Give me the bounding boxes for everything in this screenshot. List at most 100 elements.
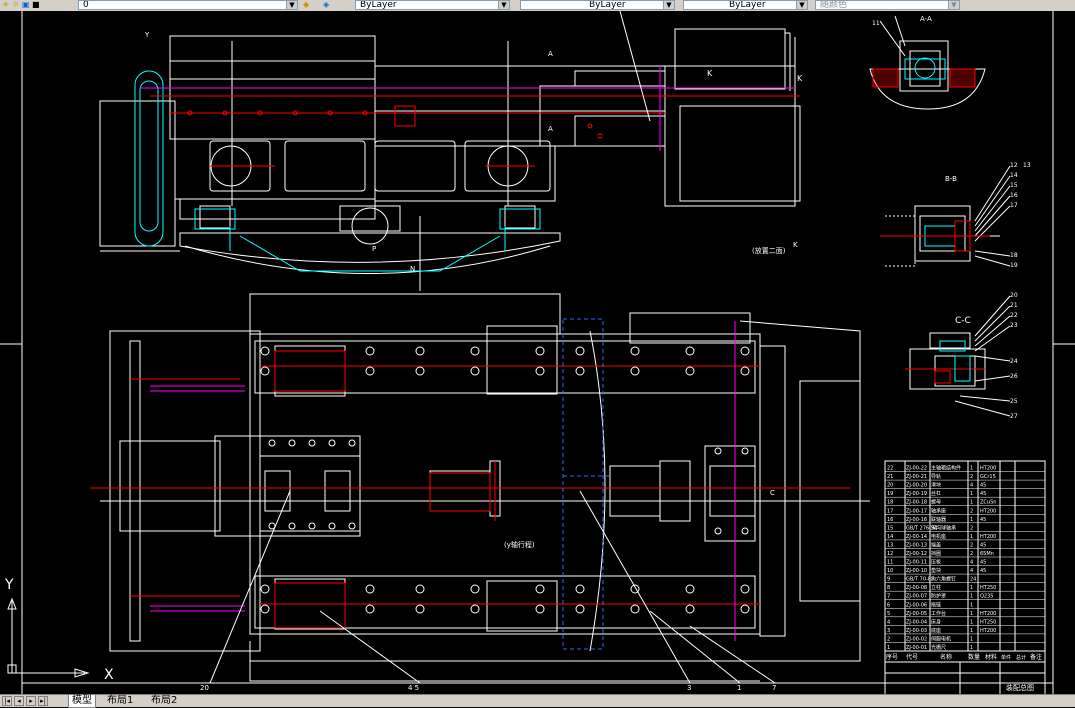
lineweight-dropdown[interactable]: ByLayer ▼ — [683, 0, 808, 10]
parts-cell: ZJ-00-02 — [906, 636, 927, 642]
parts-cell: 1 — [970, 517, 973, 523]
label-section-bb: B-B — [945, 175, 957, 183]
section-aa-red — [872, 68, 976, 88]
parts-cell: 16 — [887, 517, 893, 523]
plotstyle-dropdown-arrow-icon[interactable]: ▼ — [948, 1, 959, 9]
front-view-magenta — [140, 66, 795, 151]
parts-cell: 1 — [970, 491, 973, 497]
linetype-dropdown-arrow-icon[interactable]: ▼ — [663, 1, 674, 9]
parts-cell: 2 — [970, 474, 973, 480]
plotstyle-value: 随颜色 — [820, 0, 848, 10]
callout-16: 16 — [1010, 192, 1018, 199]
parts-cell: HT200 — [980, 611, 996, 617]
parts-cell: ZJ-00-10 — [906, 568, 927, 574]
parts-cell: 联轴器 — [931, 516, 946, 523]
parts-cell: 9 — [887, 577, 890, 583]
parts-cell: ZJ-00-03 — [906, 628, 927, 634]
parts-cell: ZJ-00-22 — [906, 466, 927, 472]
parts-cell: 防护罩 — [931, 593, 946, 600]
parts-cell: 滑块 — [931, 482, 941, 489]
tb-header-weight: 单件 — [1001, 654, 1011, 661]
parts-cell: 19 — [887, 491, 893, 497]
parts-cell: HT200 — [980, 628, 996, 634]
parts-cell: 13 — [887, 542, 893, 548]
make-current-icon[interactable]: ◆ — [303, 0, 310, 9]
sun-icon[interactable]: ☀ — [2, 0, 10, 9]
parts-cell: 1 — [970, 594, 973, 600]
layer-previous-icon[interactable]: ◈ — [323, 0, 330, 9]
linetype-dropdown[interactable]: ByLayer ▼ — [520, 0, 675, 10]
parts-cell: 导轨 — [931, 473, 941, 480]
parts-cell: ZJ-00-14 — [906, 534, 927, 540]
parts-cell: 立柱 — [931, 584, 941, 591]
prev-tab-icon[interactable]: ◂ — [14, 696, 24, 706]
callout-26: 26 — [1010, 373, 1018, 380]
parts-cell: 1 — [970, 534, 973, 540]
label-k-detail: K — [793, 241, 798, 249]
freeze-icon[interactable]: ☼ — [12, 0, 20, 9]
parts-cell: 21 — [887, 474, 893, 480]
section-bb-red — [880, 220, 990, 252]
drawing-canvas[interactable]: Y A A K K P N (放置二面) K — [0, 10, 1075, 697]
parts-cell: HT200 — [980, 466, 996, 472]
tb-header-no: 序号 — [886, 653, 898, 661]
parts-cell: 1 — [970, 466, 973, 472]
plan-view-holes — [260, 346, 750, 614]
parts-cell: 45 — [980, 491, 986, 497]
parts-cell: GB/T 70-85 — [906, 577, 934, 583]
callout-21: 21 — [1010, 302, 1018, 309]
layer-dropdown[interactable]: 0 ▼ — [78, 0, 298, 10]
lineweight-value: ByLayer — [729, 0, 766, 10]
next-tab-icon[interactable]: ▸ — [26, 696, 36, 706]
parts-cell: ZJ-00-21 — [906, 474, 927, 480]
callout-1: 1 — [737, 684, 741, 692]
parts-cell: 17 — [887, 508, 893, 514]
drawing-frame — [0, 11, 1075, 694]
parts-cell: 7 — [887, 594, 890, 600]
parts-cell: 垫块 — [931, 567, 941, 574]
tab-model[interactable]: 模型 — [68, 695, 96, 708]
parts-cell: 主轴箱结构件 — [931, 465, 961, 472]
parts-cell: 光栅尺 — [931, 644, 946, 651]
label-n: N — [410, 265, 415, 273]
callout-23: 23 — [1010, 322, 1018, 329]
color-dropdown-arrow-icon[interactable]: ▼ — [498, 1, 509, 9]
parts-cell: 螺母 — [931, 499, 941, 506]
parts-cell: 2 — [970, 525, 973, 531]
callout-3: 3 — [687, 684, 691, 692]
tb-header-code: 代号 — [906, 653, 918, 661]
plotstyle-dropdown[interactable]: 随颜色 ▼ — [815, 0, 960, 10]
tab-layout1[interactable]: 布局1 — [107, 695, 134, 706]
parts-cell: 4 — [970, 483, 973, 489]
parts-cell: 18 — [887, 500, 893, 506]
first-tab-icon[interactable]: |◂ — [2, 696, 12, 706]
parts-cell: 4 — [970, 560, 973, 566]
callout-22: 22 — [1010, 312, 1018, 319]
parts-cell: 1 — [970, 636, 973, 642]
parts-cell: 4 — [970, 568, 973, 574]
last-tab-icon[interactable]: ▸| — [38, 696, 48, 706]
lineweight-dropdown-arrow-icon[interactable]: ▼ — [796, 1, 807, 9]
parts-cell: HT200 — [980, 534, 996, 540]
parts-cell: 11 — [887, 560, 893, 566]
parts-cell: ZJ-00-12 — [906, 551, 927, 557]
tab-layout2[interactable]: 布局2 — [151, 695, 178, 706]
drawing-svg[interactable]: Y A A K K P N (放置二面) K — [0, 10, 1075, 697]
parts-cell: ZJ-00-13 — [906, 542, 927, 548]
tb-header-note: 备注 — [1030, 653, 1042, 661]
parts-cell: HT250 — [980, 619, 996, 625]
color-dropdown[interactable]: ByLayer ▼ — [355, 0, 510, 10]
lock-icon[interactable]: ▣ — [22, 0, 30, 9]
tb-drawing-title: 装配总图 — [1006, 683, 1034, 692]
callout-25: 25 — [1010, 398, 1018, 405]
layer-dropdown-arrow-icon[interactable]: ▼ — [286, 1, 297, 9]
parts-cell: ZJ-00-07 — [906, 594, 927, 600]
color-swatch-icon[interactable]: ■ — [32, 0, 40, 9]
label-c: C — [770, 489, 775, 497]
parts-cell: 12 — [887, 551, 893, 557]
callout-15: 15 — [1010, 182, 1018, 189]
parts-cell: 6 — [887, 602, 890, 608]
parts-cell: ZJ-00-01 — [906, 645, 927, 651]
plan-view-magenta — [150, 321, 736, 641]
